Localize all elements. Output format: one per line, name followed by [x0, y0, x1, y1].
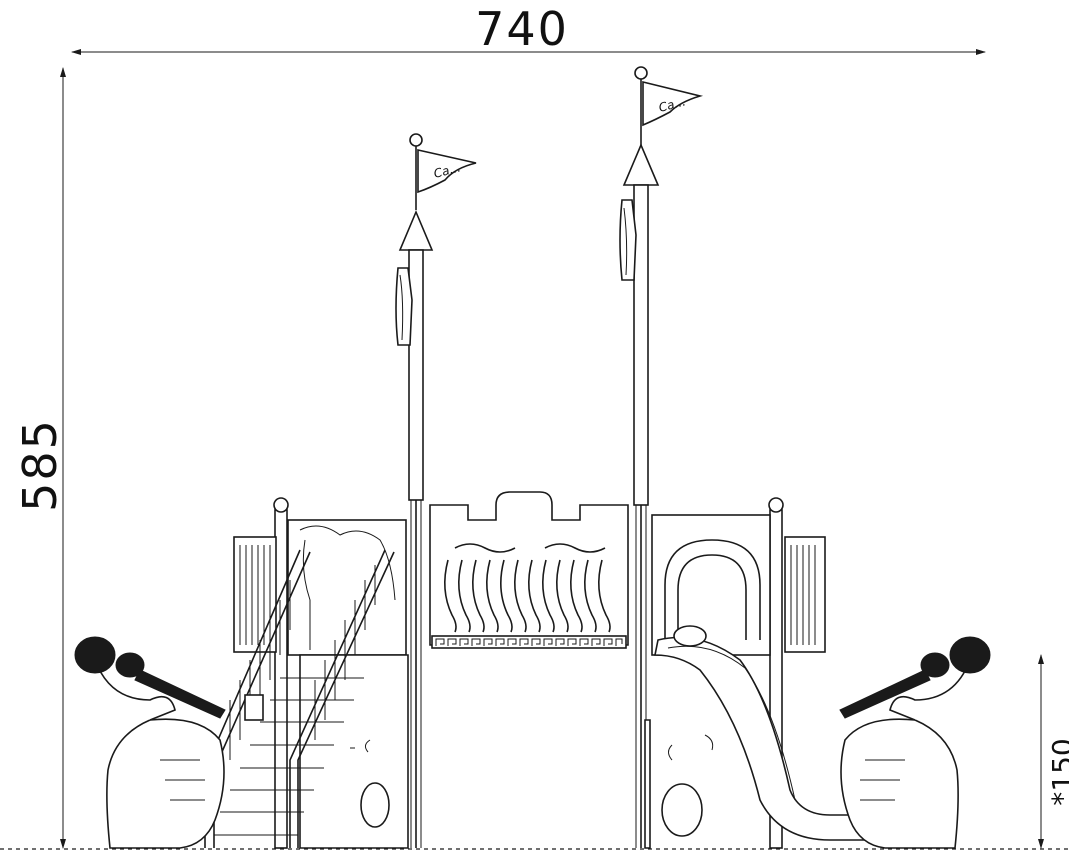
left-serpent-head: [74, 636, 226, 719]
right-serpent: [839, 636, 991, 849]
right-serpent-head: [839, 636, 991, 719]
right-mast: Ca...: [619, 66, 704, 848]
width-dimension: 740: [71, 2, 986, 56]
fall-height-label: *150: [1046, 738, 1069, 805]
height-dimension: 585: [13, 67, 67, 849]
right-flag-text: Ca...: [657, 94, 687, 115]
left-mast: Ca...: [395, 133, 477, 848]
wave-ornament: [444, 543, 611, 633]
width-label: 740: [475, 2, 569, 56]
castle-panel: [429, 491, 629, 649]
left-flag-text: Ca...: [432, 160, 462, 181]
fall-height-dimension: *150: [1038, 654, 1069, 849]
height-label: 585: [13, 418, 67, 512]
right-tower: [644, 497, 826, 849]
left-serpent: [74, 636, 226, 849]
